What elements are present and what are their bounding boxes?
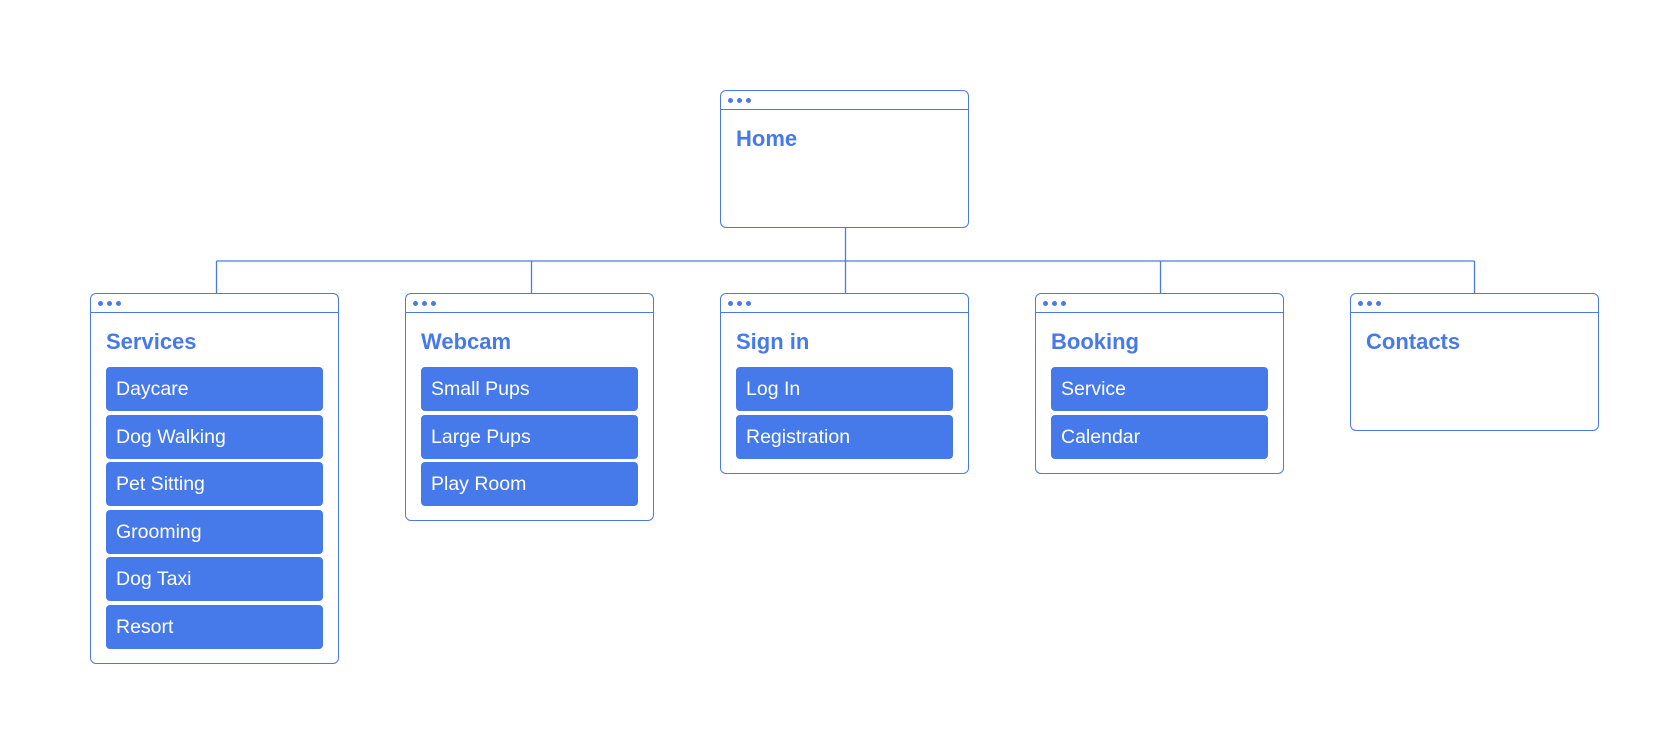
page-card-booking: Booking Service Calendar xyxy=(1035,293,1284,474)
page-item: Registration xyxy=(736,414,953,459)
window-titlebar xyxy=(721,294,968,313)
window-dot-icon xyxy=(746,97,751,103)
window-titlebar xyxy=(1036,294,1283,313)
page-card-webcam: Webcam Small Pups Large Pups Play Room xyxy=(405,293,654,521)
window-dot-icon xyxy=(1043,300,1048,306)
page-title: Home xyxy=(736,126,798,151)
window-dot-icon xyxy=(422,300,427,306)
window-dot-icon xyxy=(737,97,742,103)
page-card-home: Home xyxy=(720,90,969,228)
page-item: Resort xyxy=(106,604,323,649)
page-item: Dog Taxi xyxy=(106,557,323,601)
page-title: Contacts xyxy=(1366,329,1461,354)
window-titlebar xyxy=(91,294,338,313)
window-titlebar xyxy=(1351,294,1598,313)
page-title: Services xyxy=(106,329,197,354)
page-card-services: Services Daycare Dog Walking Pet Sitting… xyxy=(90,293,339,664)
page-card-contacts: Contacts xyxy=(1350,293,1599,431)
page-item: Log In xyxy=(736,367,953,411)
window-dot-icon xyxy=(737,300,742,306)
page-item-list: Service Calendar xyxy=(1036,367,1283,459)
page-item: Calendar xyxy=(1051,414,1268,459)
page-item: Large Pups xyxy=(421,414,638,459)
page-item: Dog Walking xyxy=(106,414,323,459)
page-item: Daycare xyxy=(106,367,323,411)
window-dot-icon xyxy=(746,300,751,306)
page-title: Webcam xyxy=(421,329,512,354)
page-item-list: Daycare Dog Walking Pet Sitting Grooming… xyxy=(91,367,338,649)
window-dot-icon xyxy=(107,300,112,306)
window-dot-icon xyxy=(728,97,733,103)
page-card-sign-in: Sign in Log In Registration xyxy=(720,293,969,474)
page-item: Pet Sitting xyxy=(106,462,323,506)
page-item: Service xyxy=(1051,367,1268,411)
window-dot-icon xyxy=(413,300,418,306)
window-titlebar xyxy=(406,294,653,313)
window-dot-icon xyxy=(1367,300,1372,306)
window-dot-icon xyxy=(728,300,733,306)
window-titlebar xyxy=(721,91,968,110)
page-item-list: Small Pups Large Pups Play Room xyxy=(406,367,653,506)
window-dot-icon xyxy=(1376,300,1381,306)
page-item: Play Room xyxy=(421,462,638,506)
window-dot-icon xyxy=(1061,300,1066,306)
window-dot-icon xyxy=(116,300,121,306)
page-title: Sign in xyxy=(736,329,810,354)
window-dot-icon xyxy=(1358,300,1363,306)
page-item: Small Pups xyxy=(421,367,638,411)
window-dot-icon xyxy=(1052,300,1057,306)
page-title: Booking xyxy=(1051,329,1139,354)
window-dot-icon xyxy=(431,300,436,306)
page-item-list: Log In Registration xyxy=(721,367,968,459)
page-item: Grooming xyxy=(106,509,323,554)
window-dot-icon xyxy=(98,300,103,306)
